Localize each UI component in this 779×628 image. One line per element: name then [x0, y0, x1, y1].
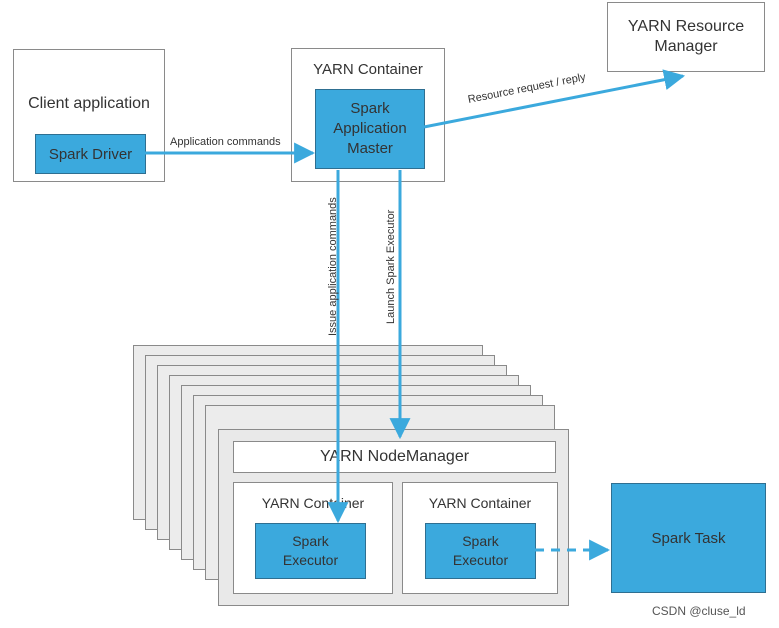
- yarn-resource-manager-box: YARN Resource Manager: [607, 2, 765, 72]
- edge-label-launch-spark-executor: Launch Spark Executor: [385, 209, 397, 324]
- executor-right-line-2: Executor: [452, 552, 509, 568]
- spark-task-label: Spark Task: [651, 529, 726, 547]
- node-container-right: YARN Container Spark Executor: [402, 482, 558, 594]
- master-line-2: Application: [333, 120, 407, 137]
- node-container-right-title: YARN Container: [428, 495, 532, 511]
- yarn-container-top: YARN Container Spark Application Master: [291, 48, 445, 182]
- yarn-container-top-title: YARN Container: [313, 61, 423, 78]
- executor-right-line-1: Spark: [462, 533, 499, 549]
- resource-manager-line-1: YARN Resource: [627, 18, 745, 35]
- spark-driver-node: Spark Driver: [35, 134, 146, 174]
- watermark: CSDN @cluse_ld: [652, 604, 746, 618]
- node-manager-title: YARN NodeManager: [319, 448, 470, 465]
- node-container-left: YARN Container Spark Executor: [233, 482, 393, 594]
- arrow-resource-request: [423, 69, 686, 129]
- spark-driver-label: Spark Driver: [48, 145, 133, 163]
- executor-left-line-1: Spark: [292, 533, 329, 549]
- client-application-title: Client application: [28, 95, 150, 112]
- spark-executor-left: Spark Executor: [255, 523, 366, 579]
- master-line-1: Spark: [350, 100, 390, 117]
- yarn-node-manager: YARN NodeManager YARN Container Spark Ex…: [218, 429, 569, 606]
- client-application-box: Client application Spark Driver: [13, 49, 165, 182]
- spark-task-node: Spark Task: [611, 483, 766, 593]
- resource-manager-line-2: Manager: [654, 38, 718, 55]
- spark-application-master-node: Spark Application Master: [315, 89, 425, 169]
- edge-label-application-commands: Application commands: [170, 136, 281, 148]
- spark-executor-right: Spark Executor: [425, 523, 536, 579]
- master-line-3: Master: [347, 140, 393, 157]
- executor-left-line-2: Executor: [282, 552, 339, 568]
- node-manager-title-bar: YARN NodeManager: [233, 441, 556, 473]
- edge-label-issue-application-commands: Issue application commands: [327, 197, 339, 336]
